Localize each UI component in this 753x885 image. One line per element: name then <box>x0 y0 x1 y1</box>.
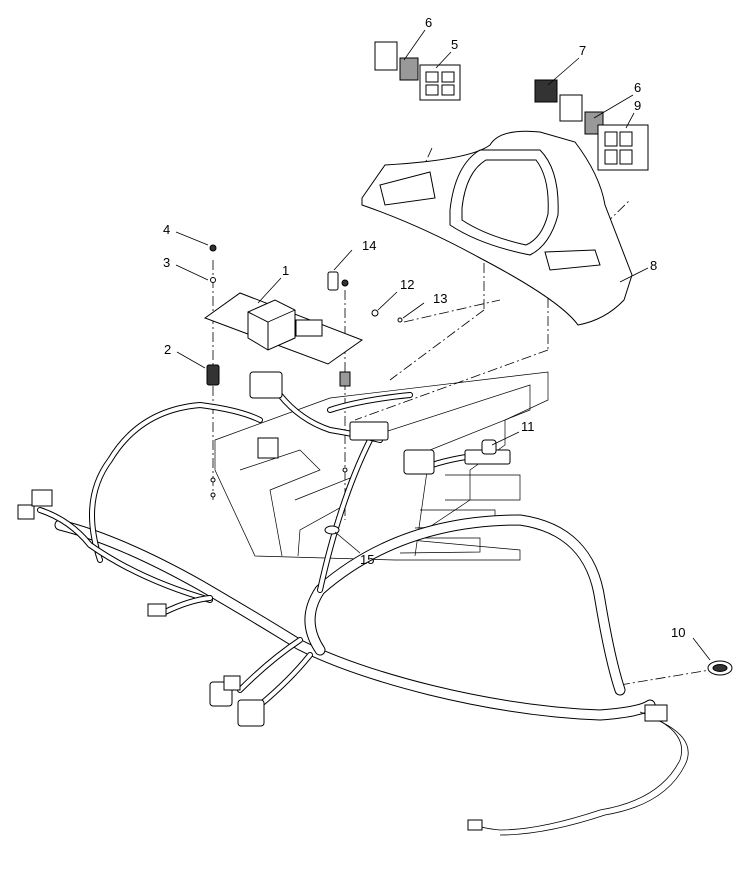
callout-2: 2 <box>164 342 171 357</box>
harness-connectors <box>17 371 668 831</box>
switch-group-left <box>374 41 461 101</box>
callout-labels: 1 2 3 4 5 6 6 7 8 9 10 11 12 13 14 15 <box>163 15 685 640</box>
callout-15: 15 <box>360 552 374 567</box>
callout-3: 3 <box>163 255 170 270</box>
callout-12: 12 <box>400 277 414 292</box>
callout-leaders <box>175 29 711 661</box>
console-bezel <box>361 130 633 326</box>
callout-1: 1 <box>282 263 289 278</box>
callout-9: 9 <box>634 98 641 113</box>
callout-11: 11 <box>521 419 535 434</box>
buzzer-and-grommet <box>464 439 733 676</box>
relay-plate <box>203 292 364 365</box>
switch-group-right <box>534 79 649 171</box>
callout-4: 4 <box>163 222 170 237</box>
callout-7: 7 <box>579 43 586 58</box>
callout-10: 10 <box>671 625 685 640</box>
callout-14: 14 <box>362 238 376 253</box>
callout-13: 13 <box>433 291 447 306</box>
callout-5: 5 <box>451 37 458 52</box>
callout-6a: 6 <box>425 15 432 30</box>
wire-harness <box>37 392 689 836</box>
standoff-hardware <box>206 244 220 498</box>
callout-6b: 6 <box>634 80 641 95</box>
callout-8: 8 <box>650 258 657 273</box>
